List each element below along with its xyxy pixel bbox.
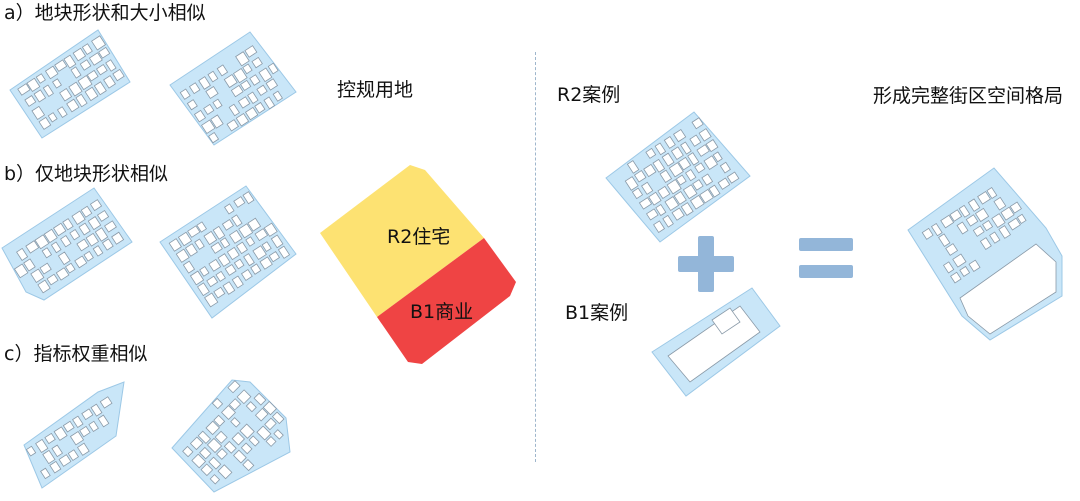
plus-icon	[678, 236, 734, 292]
section-c-label: c）指标权重相似	[4, 343, 148, 365]
zone-r2-label: R2住宅	[387, 226, 451, 248]
section-b-label: b）仅地块形状相似	[4, 163, 169, 185]
result-title: 形成完整街区空间格局	[873, 85, 1064, 107]
control-land-title: 控规用地	[337, 79, 414, 101]
zone-r2-area	[320, 165, 484, 317]
b1-case-label: B1案例	[565, 302, 629, 324]
dashed-divider	[535, 52, 536, 462]
r2-case-label: R2案例	[557, 84, 621, 106]
section-a-label: a）地块形状和大小相似	[4, 2, 206, 24]
zone-b1-label: B1商业	[410, 301, 474, 323]
equals-icon	[799, 238, 853, 278]
zone-b1-area	[377, 238, 516, 364]
